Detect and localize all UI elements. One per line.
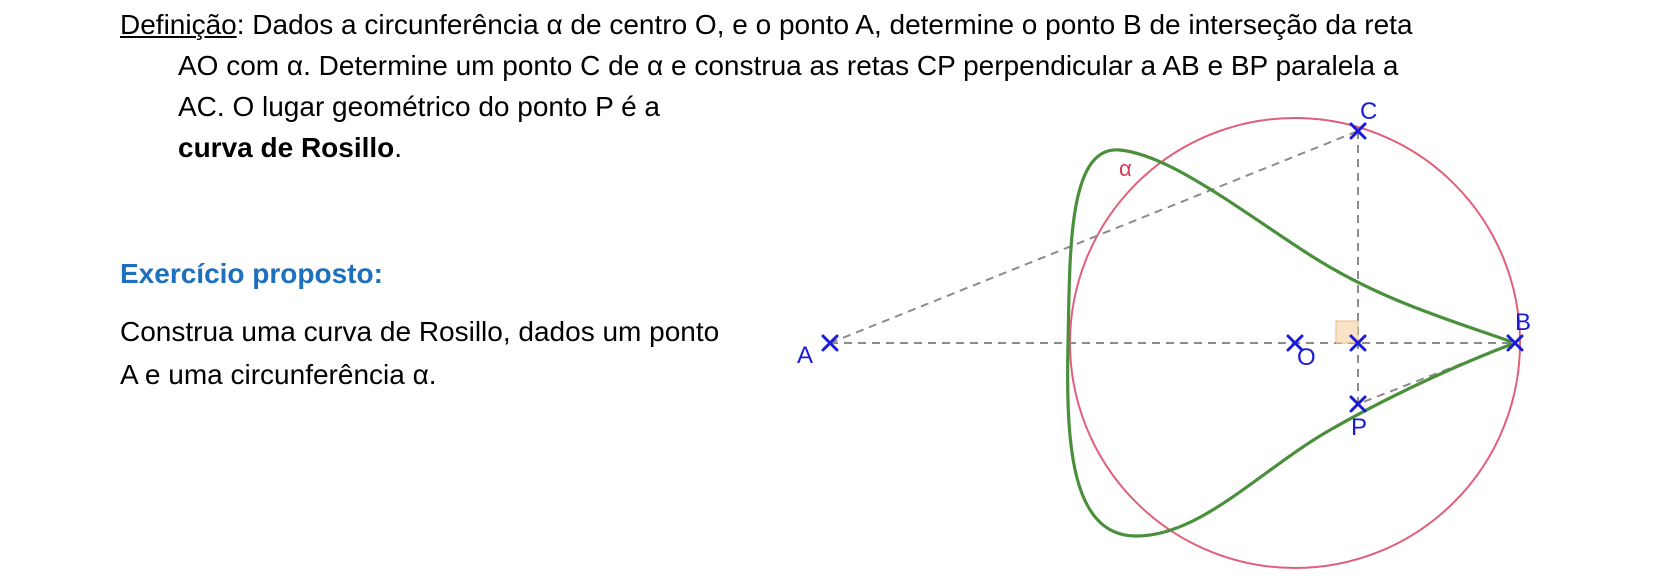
foot-point-marker (1349, 334, 1367, 352)
definition-line-1: Definição: Dados a circunferência α de c… (120, 4, 1550, 45)
exercise-text: Construa uma curva de Rosillo, dados um … (120, 310, 780, 396)
definition-line-2: AO com α. Determine um ponto C de α e co… (178, 50, 1399, 81)
line-ac (829, 130, 1359, 344)
definition-paragraph: Definição: Dados a circunferência α de c… (120, 4, 1550, 168)
point-a-marker (821, 334, 839, 352)
label-a: A (797, 342, 813, 369)
definition-line-3: AC. O lugar geométrico do ponto P é a (178, 91, 660, 122)
exercise-heading: Exercício proposto: (120, 258, 383, 289)
point-c-marker (1349, 122, 1367, 140)
label-c: C (1360, 98, 1377, 125)
curve-name: curva de Rosillo (178, 132, 395, 163)
label-o: O (1297, 344, 1316, 371)
label-p: P (1351, 414, 1367, 441)
label-b: B (1515, 309, 1531, 336)
point-b-marker (1506, 334, 1524, 352)
definition-text-1: : Dados a circunferência α de centro O, … (236, 9, 1413, 40)
label-alpha: α (1119, 156, 1132, 181)
rosillo-curve (1066, 148, 1513, 538)
definition-term: Definição (120, 9, 237, 40)
definition-end: . (394, 132, 403, 163)
point-p-marker (1349, 395, 1367, 413)
definition-line-4: curva de Rosillo. (120, 127, 1550, 168)
exercise-line-1: Construa uma curva de Rosillo, dados um … (120, 316, 720, 347)
point-o-marker (1286, 334, 1304, 352)
exercise-line-2: A e uma circunferência α. (120, 359, 437, 390)
